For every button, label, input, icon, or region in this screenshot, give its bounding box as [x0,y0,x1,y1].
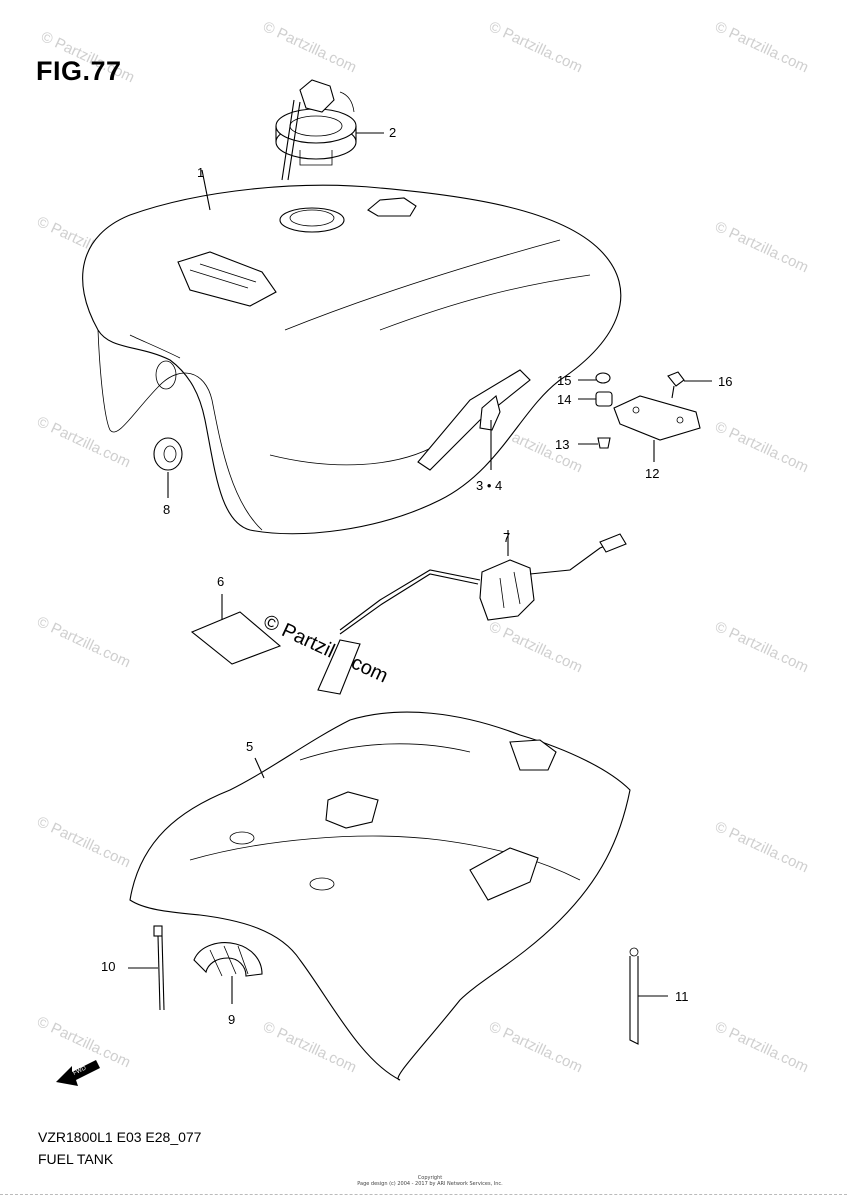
watermark: © Partzilla.com [486,18,585,76]
fwd-arrow-icon: FWD [56,1060,100,1086]
label-part [190,594,282,665]
figure-title: FIG.77 [36,56,122,86]
copyright-notice: Copyright Page design (c) 2004 - 2017 by… [330,1175,530,1187]
figure-caption: FUEL TANK [38,1151,114,1167]
callout-7: 7 [503,530,510,545]
fwd-label: FWD [72,1065,88,1076]
watermark: © Partzilla.com [260,18,359,76]
callout-16: 16 [718,374,732,389]
watermark: © Partzilla.com [712,618,811,676]
watermark: © Partzilla.com [712,1018,811,1076]
callout-12: 12 [645,466,659,481]
watermark: © Partzilla.com [712,218,811,276]
callout-6: 6 [217,574,224,589]
callout-8: 8 [163,502,170,517]
watermark: © Partzilla.com [712,18,811,76]
tank-cover-part [129,711,631,1081]
fuel-gauge-part [317,530,627,695]
callout-2: 2 [389,125,396,140]
callout-15: 15 [557,373,571,388]
callout-1: 1 [197,165,204,180]
watermark: © Partzilla.com [34,613,133,671]
fuel-cap-part [275,79,357,181]
callout-labels: 1 2 3 • 4 5 6 7 8 9 10 11 12 13 14 15 16 [101,125,732,1027]
callout-13: 13 [555,437,569,452]
watermark: © Partzilla.com [260,1018,359,1076]
callout-10: 10 [101,959,115,974]
tank-mount-part [479,395,501,470]
callout-9: 9 [228,1012,235,1027]
strap-part [629,947,668,1045]
watermark: © Partzilla.com [712,418,811,476]
callout-3-4: 3 • 4 [476,478,502,493]
watermark: © Partzilla.com [486,618,585,676]
watermark: © Partzilla.com [34,413,133,471]
callout-11: 11 [675,989,689,1004]
watermark: © Partzilla.com [34,1013,133,1071]
clamp-part [193,942,263,1004]
page-divider [0,1194,847,1195]
copyright-line-2: Page design (c) 2004 - 2017 by ARI Netwo… [357,1181,503,1187]
copyright-line-1: Copyright [417,1175,443,1181]
model-code: VZR1800L1 E03 E28_077 [38,1129,202,1145]
cable-tie-part [128,925,165,1011]
cushion-part [153,437,183,498]
watermark: © Partzilla.com [486,1018,585,1076]
fuel-tank-part [82,169,622,535]
bracket-assembly [578,371,712,462]
callout-5: 5 [246,739,253,754]
callout-14: 14 [557,392,571,407]
watermark: © Partzilla.com [34,813,133,871]
watermark: © Partzilla.com [712,818,811,876]
